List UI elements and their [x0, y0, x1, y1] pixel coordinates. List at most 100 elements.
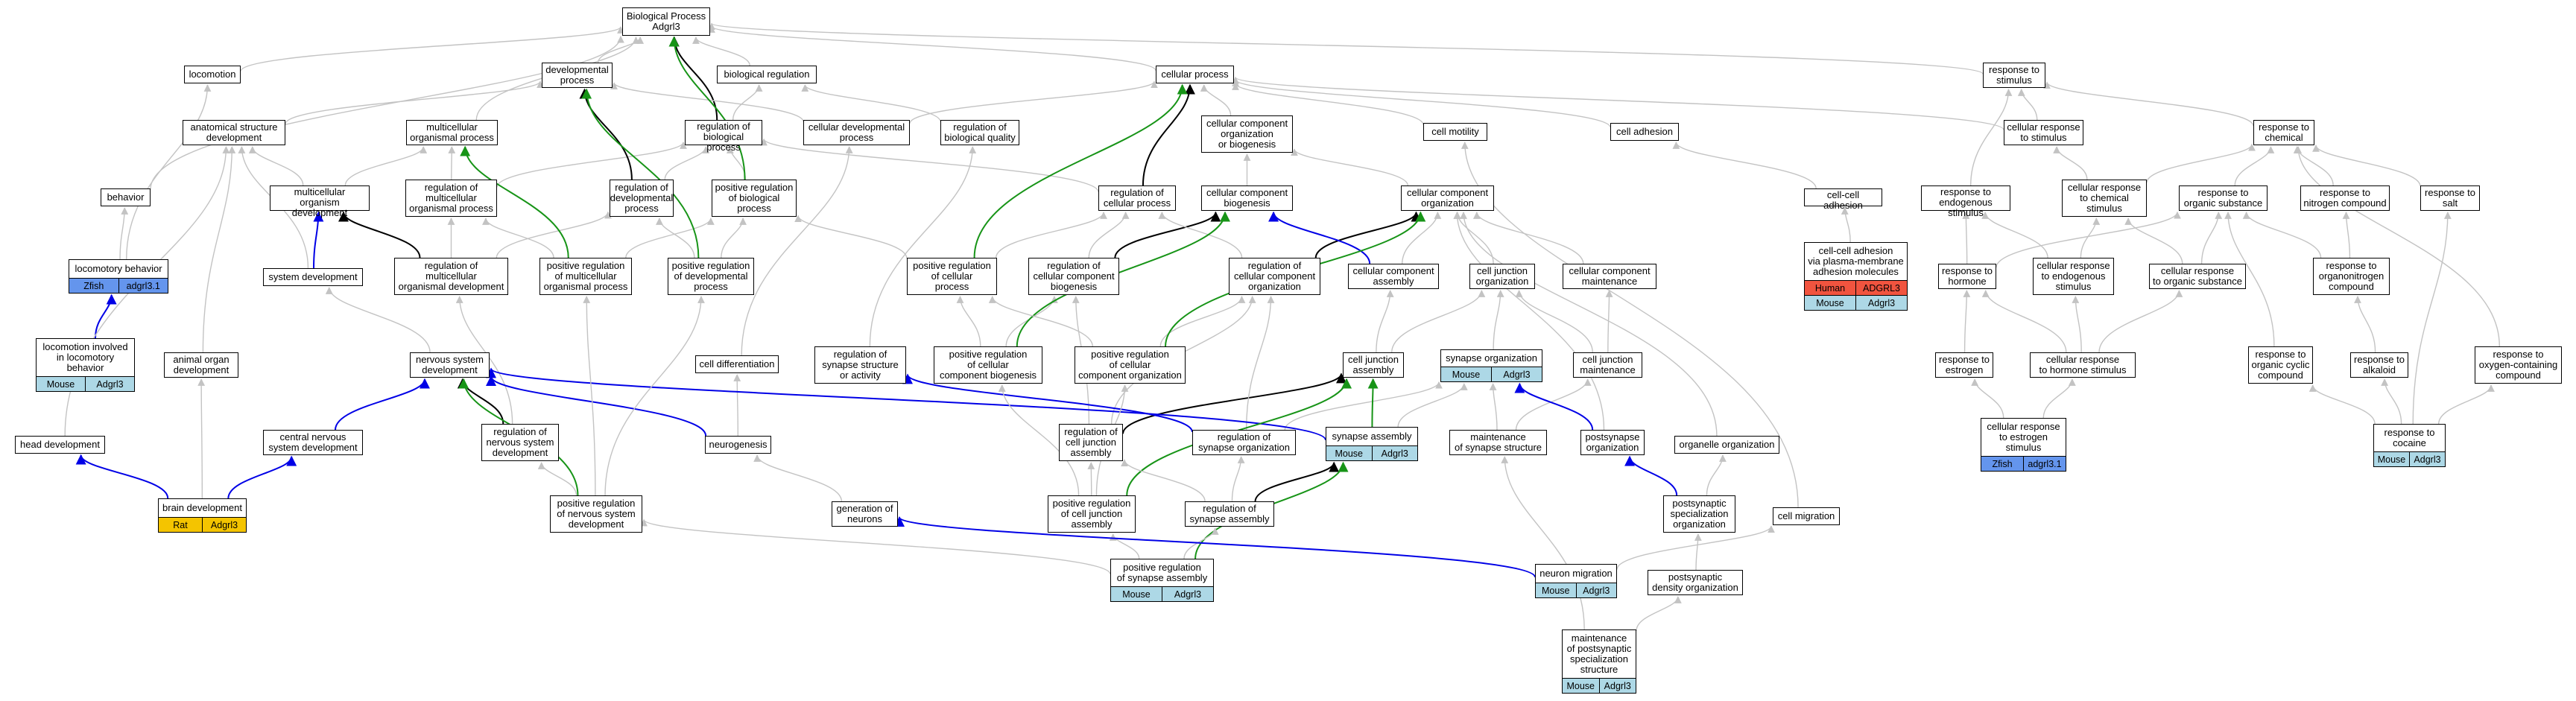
go-term-node[interactable]: cell motility: [1423, 123, 1487, 141]
graph-edge: [721, 218, 747, 258]
go-term-node[interactable]: postsynaptic specialization organization: [1663, 495, 1735, 533]
go-term-node[interactable]: regulation of multicellular organismal d…: [394, 258, 508, 295]
go-term-node[interactable]: cell-cell adhesion via plasma-membrane a…: [1804, 242, 1908, 311]
go-term-node[interactable]: cellular component maintenance: [1563, 264, 1656, 289]
go-term-node[interactable]: cellular response to hormone stimulus: [2030, 352, 2136, 378]
go-term-node[interactable]: cell junction organization: [1469, 264, 1535, 289]
go-term-node[interactable]: multicellular organism development: [270, 185, 370, 218]
graph-edge: [1514, 382, 1594, 431]
go-term-node[interactable]: cellular component biogenesis: [1201, 185, 1293, 211]
go-term-node[interactable]: regulation of cellular process: [1098, 185, 1176, 211]
graph-edge: [482, 218, 554, 258]
go-term-node[interactable]: multicellular organismal process: [406, 120, 498, 145]
graph-edge: [1231, 456, 1245, 502]
go-term-node[interactable]: response to salt: [2420, 185, 2480, 211]
go-term-node[interactable]: postsynaptic density organization: [1648, 570, 1743, 595]
go-term-node[interactable]: cellular response to chemical stimulus: [2062, 180, 2147, 217]
graph-edge: [753, 454, 843, 502]
go-term-node[interactable]: cellular process: [1156, 66, 1234, 83]
graph-edge: [344, 146, 428, 186]
graph-edge: [1291, 148, 1409, 186]
go-term-node[interactable]: head development: [15, 436, 105, 454]
go-term-node[interactable]: developmental process: [542, 63, 613, 88]
go-term-node[interactable]: regulation of synapse structure or activ…: [814, 346, 906, 384]
go-term-node[interactable]: cellular response to stimulus: [2004, 120, 2083, 145]
go-term-node[interactable]: behavior: [101, 188, 151, 206]
go-term-node[interactable]: cell adhesion: [1610, 123, 1679, 141]
go-term-node[interactable]: nervous system development: [410, 352, 490, 378]
go-term-node[interactable]: regulation of multicellular organismal p…: [405, 180, 497, 217]
go-term-node[interactable]: cellular component organization: [1401, 185, 1494, 211]
go-term-node[interactable]: regulation of synapse organization: [1192, 430, 1296, 455]
graph-edge: [1232, 78, 1611, 128]
go-term-node[interactable]: cell migration: [1773, 507, 1840, 525]
graph-edge: [2342, 212, 2351, 258]
go-term-node[interactable]: cellular developmental process: [803, 120, 910, 145]
go-term-label: response to estrogen: [1939, 354, 1990, 375]
gene-label: Adgrl3: [85, 377, 134, 391]
graph-edge: [1016, 211, 1230, 347]
go-term-node[interactable]: response to estrogen: [1935, 352, 1993, 378]
go-term-node[interactable]: response to alkaloid: [2350, 352, 2408, 378]
go-term-node[interactable]: cellular component organization or bioge…: [1201, 115, 1293, 153]
go-term-node[interactable]: biological regulation: [717, 66, 817, 83]
go-term-node[interactable]: Biological Process Adgrl3: [622, 7, 710, 36]
go-term-node[interactable]: response to chemical: [2253, 120, 2314, 145]
go-term-node[interactable]: cell-cell adhesion: [1804, 188, 1882, 211]
go-term-node[interactable]: cellular response to organic substance: [2149, 264, 2246, 289]
go-term-node[interactable]: regulation of nervous system development: [481, 424, 559, 461]
go-term-node[interactable]: positive regulation of cellular componen…: [1075, 346, 1186, 384]
go-term-node[interactable]: maintenance of synapse structure: [1449, 430, 1547, 455]
go-term-node[interactable]: response to stimulus: [1983, 63, 2045, 88]
go-term-node[interactable]: positive regulation of cellular process: [907, 258, 997, 295]
go-term-node[interactable]: cellular component assembly: [1348, 264, 1439, 289]
go-term-node[interactable]: response to oxygen-containing compound: [2475, 346, 2562, 384]
graph-edge: [995, 212, 1107, 258]
go-term-node[interactable]: regulation of developmental process: [610, 180, 674, 217]
go-term-node[interactable]: response to hormone: [1938, 264, 1996, 289]
go-term-node[interactable]: locomotion: [184, 66, 241, 83]
go-term-node[interactable]: regulation of biological quality: [940, 120, 1019, 145]
go-term-node[interactable]: cell differentiation: [695, 355, 779, 373]
go-term-node[interactable]: cellular response to endogenous stimulus: [2033, 258, 2114, 295]
go-term-node[interactable]: anatomical structure development: [183, 120, 285, 145]
go-term-node[interactable]: positive regulation of cell junction ass…: [1048, 495, 1136, 533]
go-term-node[interactable]: organelle organization: [1674, 436, 1779, 454]
go-term-node[interactable]: response to nitrogen compound: [2300, 185, 2390, 211]
go-term-node[interactable]: system development: [263, 268, 363, 286]
go-term-node[interactable]: regulation of cell junction assembly: [1059, 424, 1123, 461]
go-term-node[interactable]: regulation of synapse assembly: [1185, 501, 1274, 527]
go-term-node[interactable]: response to organic cyclic compound: [2248, 346, 2313, 384]
graph-edge: [2294, 146, 2500, 347]
go-term-node[interactable]: response to endogenous stimulus: [1921, 185, 2010, 218]
go-term-node[interactable]: cell junction assembly: [1343, 352, 1404, 378]
go-term-node[interactable]: central nervous system development: [263, 430, 363, 455]
go-term-node[interactable]: generation of neurons: [832, 501, 898, 527]
go-term-node[interactable]: cell junction maintenance: [1573, 352, 1642, 378]
go-term-node[interactable]: positive regulation of multicellular org…: [539, 258, 632, 295]
go-term-node[interactable]: positive regulation of developmental pro…: [668, 258, 754, 295]
go-term-node[interactable]: response to organic substance: [2179, 185, 2268, 211]
go-term-node[interactable]: regulation of cellular component biogene…: [1028, 258, 1119, 295]
go-term-node[interactable]: response to organonitrogen compound: [2313, 258, 2390, 295]
go-term-node[interactable]: locomotion involved in locomotory behavi…: [36, 338, 135, 392]
go-term-node[interactable]: maintenance of postsynaptic specializati…: [1562, 629, 1636, 694]
go-term-node[interactable]: positive regulation of cellular componen…: [934, 346, 1042, 384]
go-term-node[interactable]: positive regulation of nervous system de…: [550, 495, 642, 533]
go-term-node[interactable]: positive regulation of biological proces…: [712, 180, 797, 217]
go-term-node[interactable]: postsynapse organization: [1580, 430, 1645, 455]
go-term-node[interactable]: regulation of biological process: [685, 120, 762, 153]
go-term-node[interactable]: neurogenesis: [705, 436, 771, 454]
graph-edge: [1268, 211, 1371, 264]
go-term-node[interactable]: regulation of cellular component organiz…: [1229, 258, 1320, 295]
graph-edge: [2042, 378, 2076, 419]
go-term-node[interactable]: animal organ development: [164, 352, 238, 378]
